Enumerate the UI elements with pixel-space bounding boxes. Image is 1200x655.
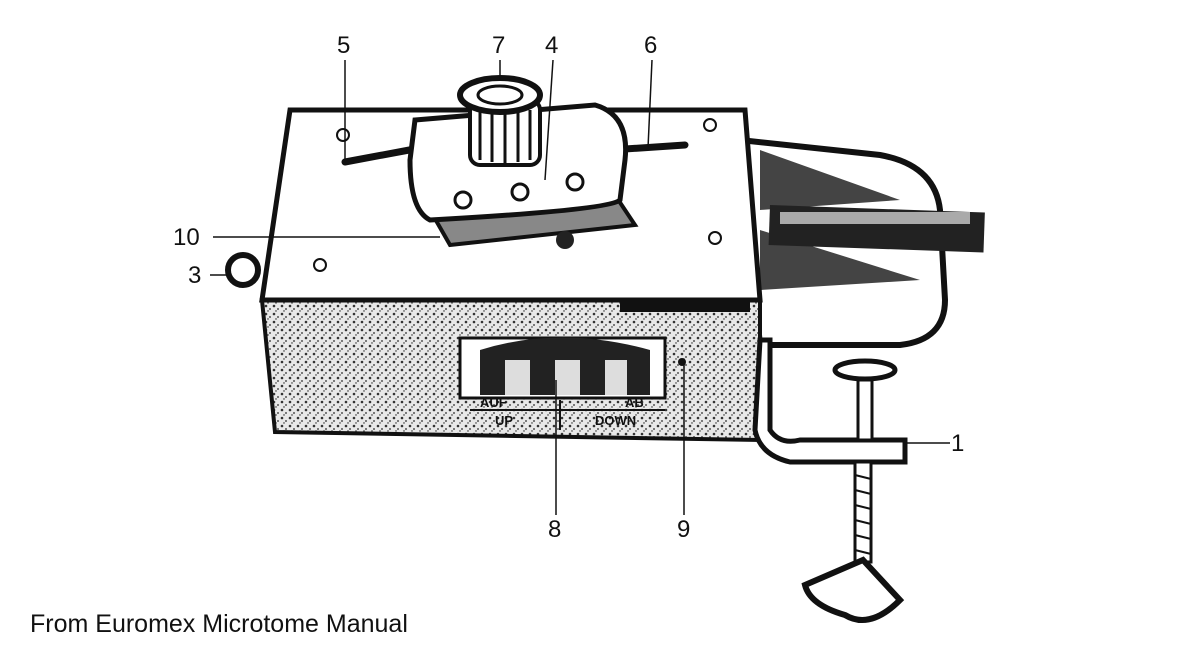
knob xyxy=(457,75,543,167)
callout-9: 9 xyxy=(677,516,691,543)
label-auf: AUF xyxy=(480,395,507,410)
leader-lines xyxy=(210,59,950,515)
label-up: UP xyxy=(495,413,513,428)
callout-5: 5 xyxy=(337,32,351,59)
object-holder-plate xyxy=(407,102,639,249)
callout-8: 8 xyxy=(548,516,562,543)
callout-4: 4 xyxy=(545,32,559,59)
knife-holder xyxy=(736,136,985,348)
label-ab: AB xyxy=(625,395,644,410)
callout-1: 1 xyxy=(951,430,965,457)
callout-3: 3 xyxy=(188,262,202,289)
ring-3 xyxy=(225,252,261,288)
height-adjust-wheel: AUF UP AB DOWN xyxy=(458,336,667,430)
table-clamp xyxy=(752,337,908,623)
callout-10: 10 xyxy=(173,224,200,251)
screw-9 xyxy=(678,358,686,366)
callout-7: 7 xyxy=(492,32,506,59)
callout-6: 6 xyxy=(644,32,658,59)
slot-5 xyxy=(341,144,424,166)
label-down: DOWN xyxy=(595,413,636,428)
caption: From Euromex Microtome Manual xyxy=(30,610,408,638)
